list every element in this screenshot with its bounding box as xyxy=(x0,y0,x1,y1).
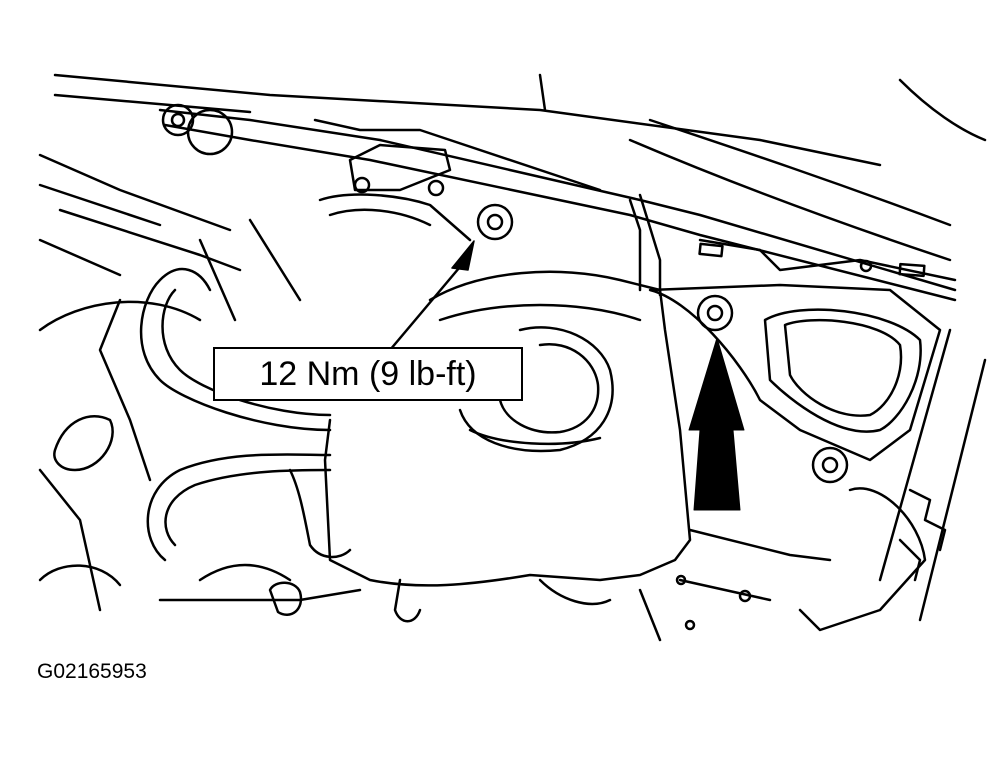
hose xyxy=(139,268,352,562)
arrow-icon xyxy=(688,337,745,511)
torque-spec-label: 12 Nm (9 lb-ft) xyxy=(213,347,523,401)
right-edge-details xyxy=(898,488,947,582)
bracket-hole xyxy=(427,179,445,197)
bolt-icon xyxy=(696,294,734,332)
bracket-hole xyxy=(353,176,371,194)
reservoir xyxy=(323,193,692,623)
arrow-icon xyxy=(451,240,475,271)
bolt-icon xyxy=(811,446,849,484)
figure-id: G02165953 xyxy=(37,660,147,683)
cowl-bracket xyxy=(158,108,957,302)
bolt-icon xyxy=(476,203,514,241)
bracket-hole xyxy=(859,259,873,273)
bolt-upper-left-2 xyxy=(186,108,234,156)
lower-plate xyxy=(268,528,832,642)
leader-line xyxy=(388,253,472,352)
upper-frame-lines xyxy=(38,73,987,277)
